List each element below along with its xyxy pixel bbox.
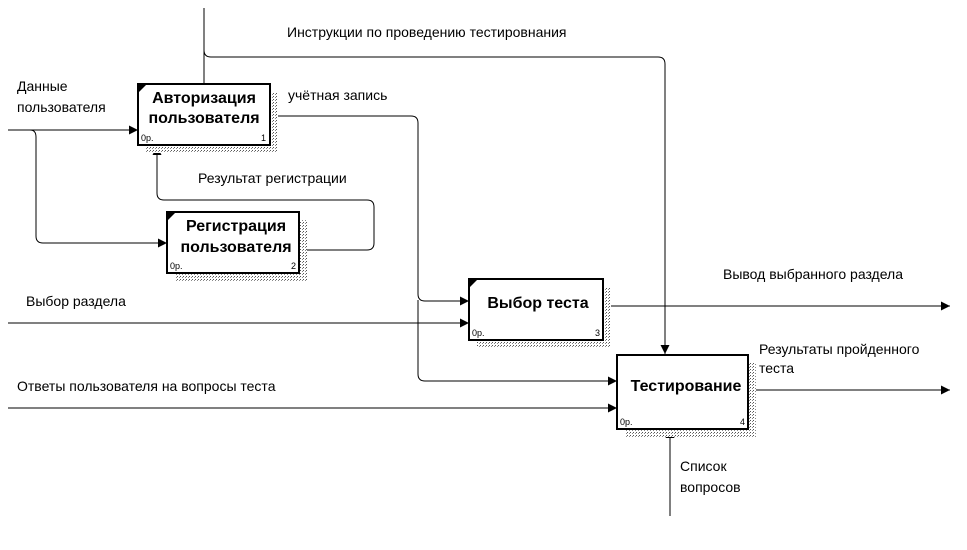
label-question-list: вопросов — [680, 479, 741, 495]
label-user-data: Данные — [17, 78, 68, 94]
arrow-registration-result — [152, 146, 375, 251]
activity-box-1[interactable]: Авторизация пользователя 0р. 1 — [137, 83, 278, 153]
label-test-results: Результаты пройденного — [759, 341, 920, 357]
activity-number: 1 — [261, 133, 266, 143]
label-account: учётная запись — [288, 87, 387, 103]
activity-title-line: Авторизация — [152, 90, 256, 107]
label-test-results: теста — [759, 360, 794, 376]
arrow-testing-instructions — [203, 8, 665, 354]
arrow-account-to-testing — [417, 300, 617, 386]
activity-box-4[interactable]: Тестирование 0р. 4 — [616, 354, 756, 437]
activity-box-2[interactable]: Регистрация пользователя 0р. 2 — [166, 211, 307, 281]
label-question-list: Список — [680, 458, 727, 474]
label-user-answers: Ответы пользователя на вопросы теста — [17, 378, 276, 394]
arrow-account — [270, 115, 469, 306]
activity-number: 2 — [291, 261, 296, 271]
label-testing-instructions: Инструкции по проведению тестировнания — [287, 24, 567, 40]
activity-title-line: пользователя — [148, 110, 259, 127]
activity-title-line: Выбор теста — [487, 295, 588, 312]
arrow-user-data-to-registration — [29, 129, 167, 248]
label-selected-section-output: Вывод выбранного раздела — [723, 266, 903, 282]
activity-title-line: Тестирование — [631, 378, 742, 395]
label-section-choice: Выбор раздела — [26, 293, 126, 309]
activity-cost: 0р. — [170, 261, 183, 271]
activity-box-3[interactable]: Выбор теста 0р. 3 — [468, 278, 611, 348]
label-user-data: пользователя — [17, 99, 106, 115]
activity-title-line: пользователя — [180, 239, 291, 256]
activity-number: 4 — [740, 417, 745, 427]
activity-cost: 0р. — [472, 328, 485, 338]
activity-cost: 0р. — [620, 417, 633, 427]
label-registration-result: Результат регистрации — [198, 170, 347, 186]
activity-number: 3 — [595, 328, 600, 338]
activity-cost: 0р. — [141, 133, 154, 143]
activity-title-line: Регистрация — [186, 218, 286, 235]
